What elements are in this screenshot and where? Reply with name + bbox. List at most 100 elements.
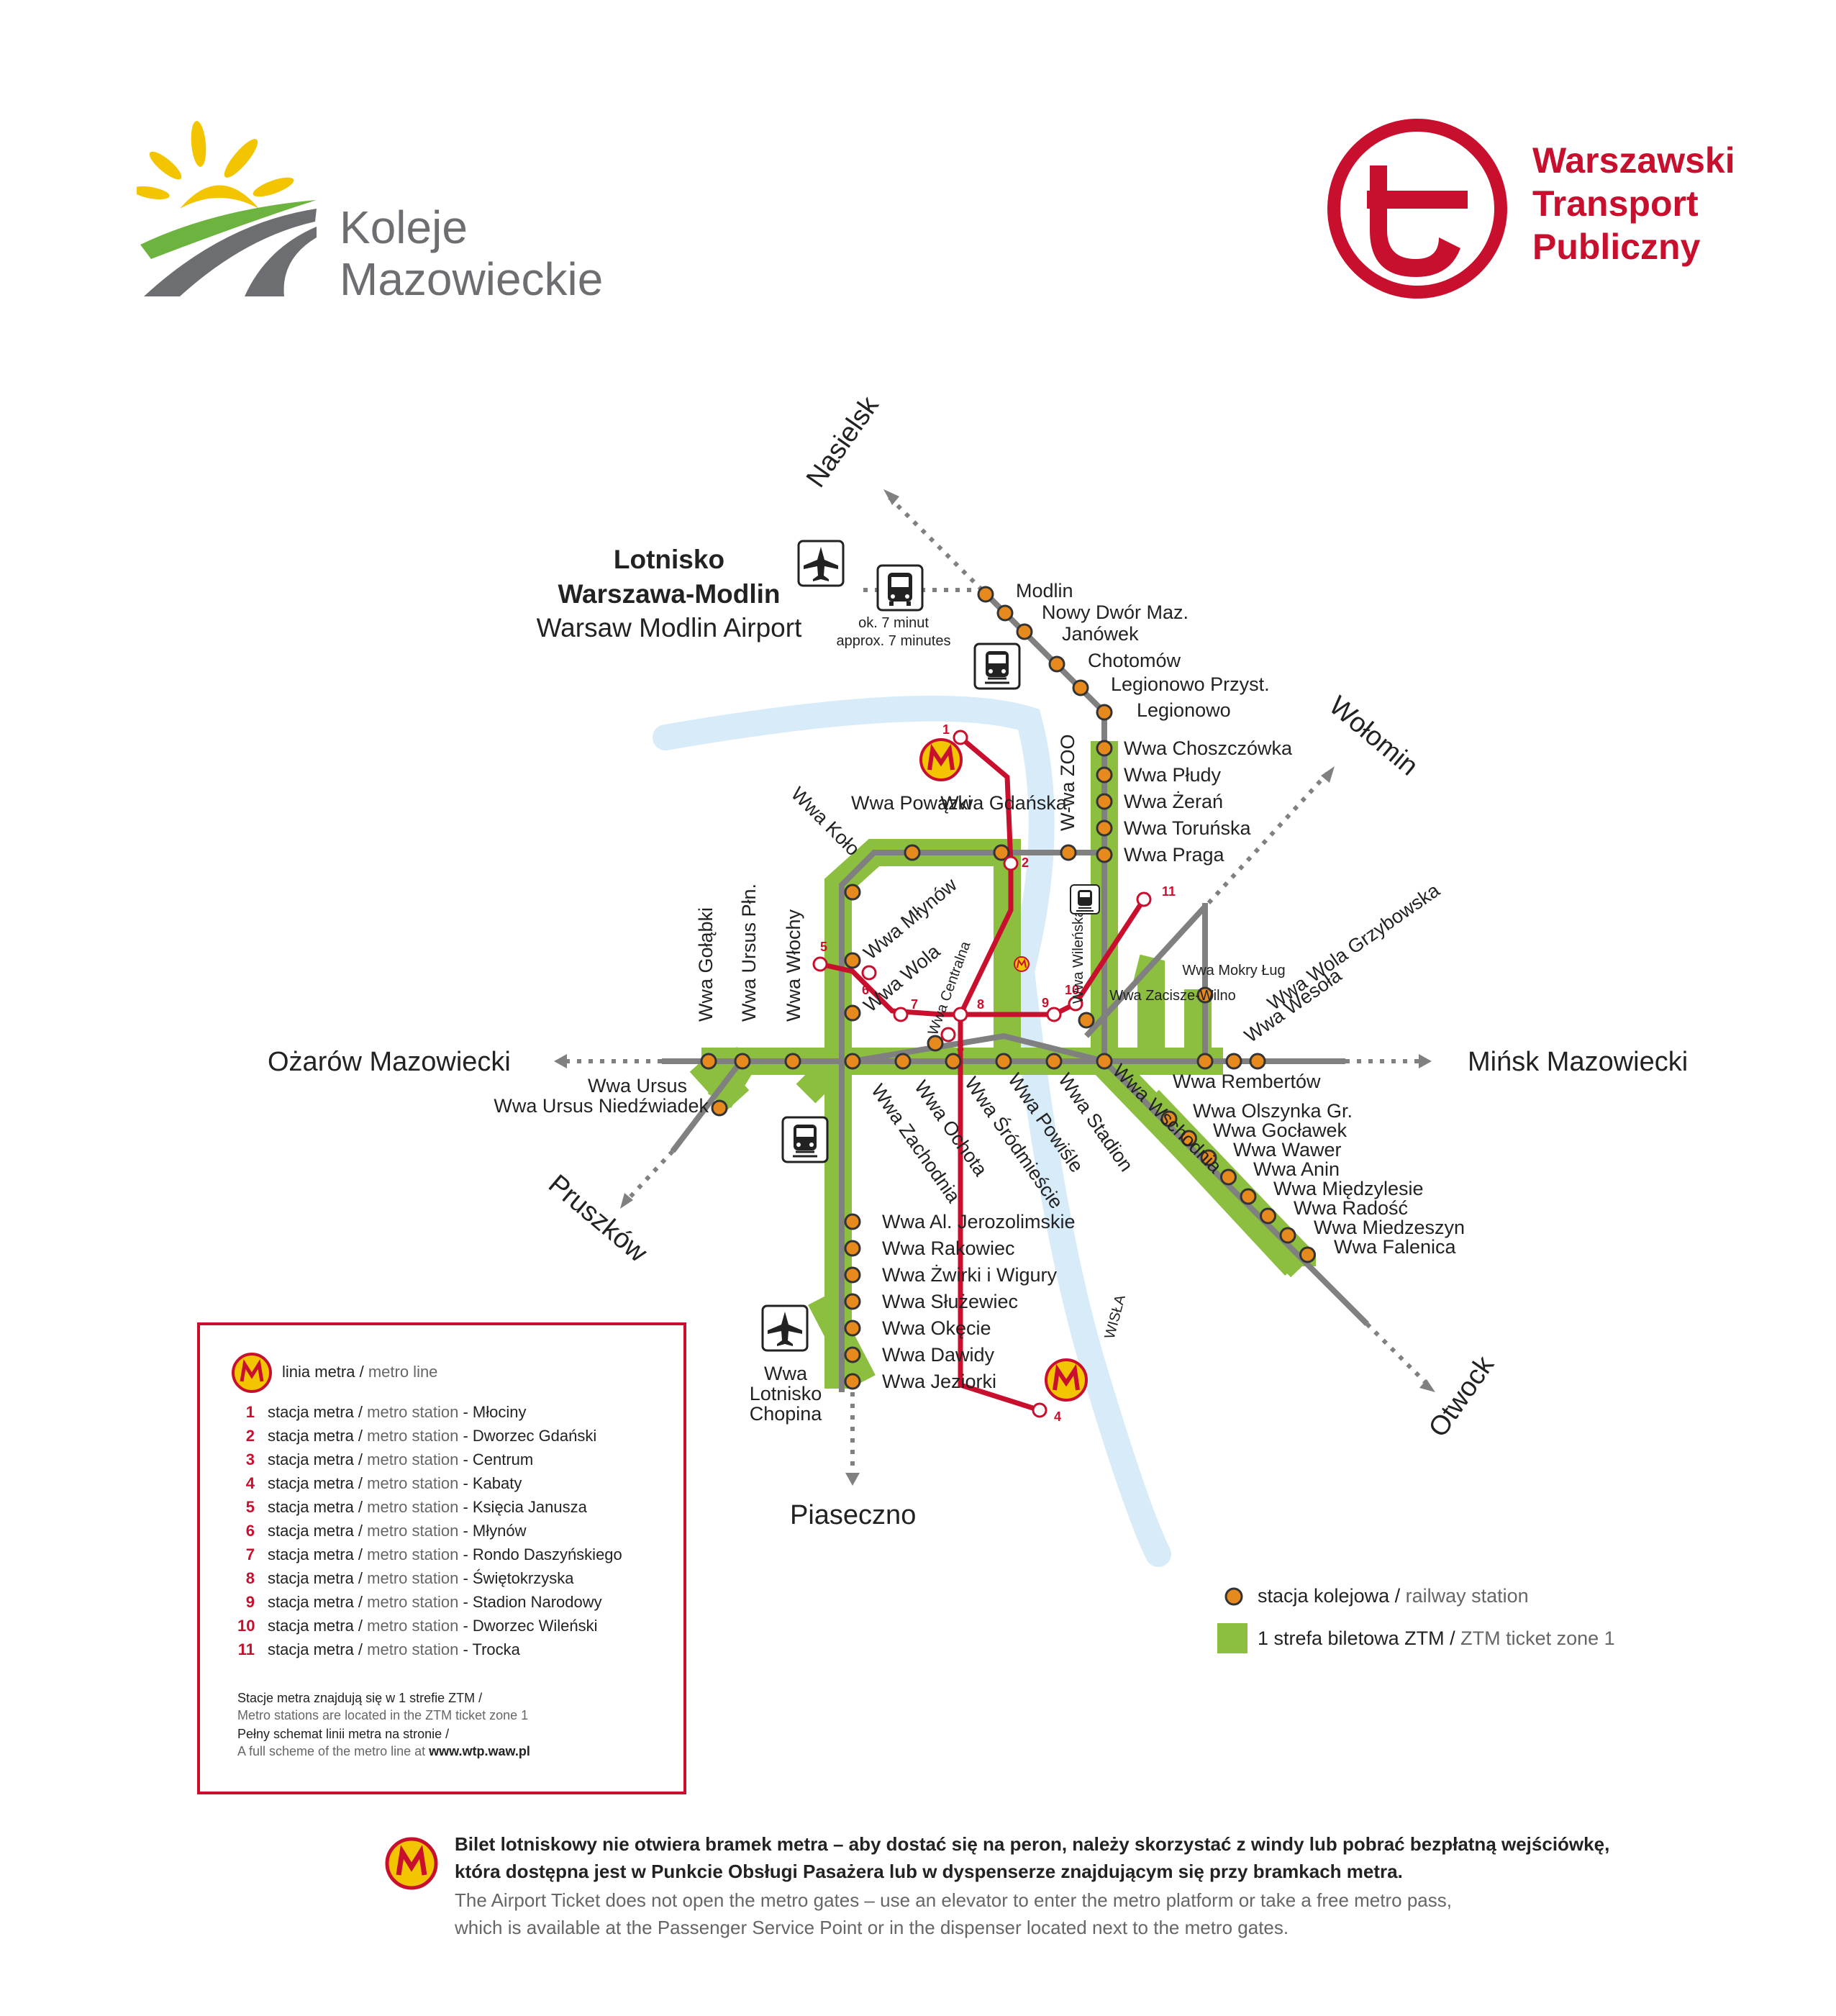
station-dot-south-4 (844, 1320, 861, 1337)
legend-item-label-en: metro station (367, 1498, 459, 1516)
station-dot-west-1 (844, 1004, 861, 1022)
legend-note1-pl: Stacje metra znajdują się w 1 strefie ZT… (237, 1691, 483, 1705)
legend-item-station-name: - Centrum (458, 1450, 534, 1468)
metro-station-number-10: 10 (1065, 983, 1079, 997)
modlin-airport-name-en: Warsaw Modlin Airport (537, 613, 802, 643)
wtp-logo-line2: Transport (1532, 183, 1699, 224)
legend-note2-en-prefix: A full scheme of the metro line at (237, 1744, 426, 1758)
legend-metro-line-pl: linia metra (282, 1363, 355, 1381)
station-label-south-4: Wwa Okęcie (882, 1317, 991, 1339)
metro-station-9 (1046, 1007, 1062, 1022)
station-label-northcity-4: Wwa Praga (1124, 844, 1225, 866)
arrow-otwock (1419, 1379, 1435, 1392)
station-dot-south-6 (844, 1373, 861, 1390)
key-zone-en: ZTM ticket zone 1 (1460, 1627, 1615, 1649)
bus-time-en: approx. 7 minutes (837, 633, 951, 649)
legend-note2-pl: Pełny schemat linii metra na stronie / (237, 1727, 450, 1741)
legend-item-label-pl: stacja metra / (268, 1640, 368, 1658)
station-dot-northcity-4 (1096, 846, 1113, 863)
station-label-south-0: Wwa Al. Jerozolimskie (882, 1211, 1076, 1232)
station-dot-ursus (711, 1099, 728, 1117)
legend-item-label-en: metro station (367, 1403, 459, 1421)
wtp-logo-line1: Warszawski (1532, 140, 1735, 181)
station-label-northcity-2: Wwa Żerań (1124, 790, 1223, 812)
metro-logo-icon-south (1045, 1358, 1088, 1402)
station-dot-main-9 (1196, 1053, 1214, 1070)
legend-item-number: 4 (245, 1474, 255, 1492)
metro-station-number-7: 7 (911, 997, 918, 1012)
station-dot-southeast-0 (1160, 1110, 1178, 1127)
station-dot-loop-1 (904, 844, 921, 861)
chopin-airport-name-3: Chopina (750, 1403, 823, 1425)
legend-item-label-en: metro station (367, 1640, 459, 1658)
notice-pl-line1: Bilet lotniskowy nie otwiera bramek metr… (455, 1833, 1610, 1855)
railway-station-key-icon (1224, 1587, 1243, 1606)
station-dot-southeast-4 (1240, 1188, 1257, 1205)
legend-item-label-en: metro station (367, 1474, 459, 1492)
bus-icon (876, 564, 924, 612)
metro-station-10 (1068, 996, 1083, 1012)
station-dot-main-6 (995, 1053, 1012, 1070)
station-dot-south-1 (844, 1240, 861, 1257)
station-dot-north-4 (1072, 679, 1089, 696)
legend-item-number: 10 (237, 1617, 255, 1635)
legend-note1-en: Metro stations are located in the ZTM ti… (237, 1708, 529, 1722)
direction-piaseczno: Piaseczno (790, 1500, 916, 1530)
metro-station-4 (1032, 1402, 1047, 1418)
station-dot-southeast-2 (1200, 1149, 1217, 1166)
station-dot-main-2 (784, 1053, 801, 1070)
legend-item-number: 8 (245, 1569, 255, 1587)
airplane-icon-modlin (797, 540, 845, 587)
arrow-ozarow (554, 1054, 567, 1068)
metro-logo-icon-notice (385, 1837, 438, 1890)
metro-station-5 (812, 956, 828, 972)
station-dot-main-8 (1096, 1053, 1113, 1070)
metro-station-11 (1136, 891, 1152, 907)
station-label-southeast-2: Wwa Wawer (1233, 1139, 1342, 1161)
direction-arrows (554, 489, 1435, 1486)
station-dot-south-2 (844, 1266, 861, 1284)
station-dot-main-7 (1045, 1053, 1063, 1070)
station-label-ursus: Wwa Ursus (588, 1075, 687, 1096)
metro-logo-icon-small (1014, 956, 1030, 972)
direction-ozarow: Ożarów Mazowiecki (268, 1047, 511, 1077)
station-label-north-3: Chotomów (1088, 650, 1181, 671)
station-dot-loop-2 (993, 844, 1010, 861)
legend-item-number: 7 (245, 1545, 255, 1563)
legend-item-label-en: metro station (367, 1569, 459, 1587)
legend-item-number: 1 (245, 1403, 255, 1421)
station-dot-loop-3 (1060, 844, 1077, 861)
chopin-airport-name-1: Wwa (764, 1363, 808, 1384)
legend-item-station-name: - Dworzec Wileński (458, 1617, 598, 1635)
metro-logo-icon-north (919, 738, 963, 781)
metro-station-number-5: 5 (820, 940, 827, 954)
legend-item-number: 5 (245, 1498, 255, 1516)
station-label-southeast-0: Wwa Olszynka Gr. (1193, 1100, 1353, 1122)
legend-item-number: 9 (245, 1593, 255, 1611)
airplane-icon-chopin (761, 1304, 809, 1352)
station-label-zoo: W-wa ZOO (1057, 735, 1078, 832)
station-dot-northcity-2 (1096, 793, 1113, 810)
zone-key-swatch (1217, 1623, 1248, 1653)
station-dot-north-5 (1096, 704, 1113, 721)
legend-item-number: 3 (245, 1450, 255, 1468)
metro-station-number-2: 2 (1022, 855, 1029, 870)
station-dot-north-2 (1016, 623, 1033, 640)
station-label-ursus-pln: Wwa Ursus Płn. (738, 884, 760, 1022)
legend-item-label-pl: stacja metra / (268, 1450, 368, 1468)
train-icon-centre (1070, 884, 1100, 914)
legend-note2-en: A full scheme of the metro line at www.w… (237, 1744, 530, 1759)
metro-station-1 (953, 730, 968, 745)
legend-url-link[interactable]: www.wtp.waw.pl (429, 1744, 530, 1758)
legend-item-station-name: - Młynów (458, 1522, 527, 1540)
station-dot-north-1 (996, 604, 1014, 622)
metro-station-8 (953, 1007, 968, 1022)
station-dot-main-5 (945, 1053, 962, 1070)
arrow-pruszkow (620, 1193, 633, 1209)
station-label-mokry-lug: Wwa Mokry Ług (1182, 963, 1285, 979)
